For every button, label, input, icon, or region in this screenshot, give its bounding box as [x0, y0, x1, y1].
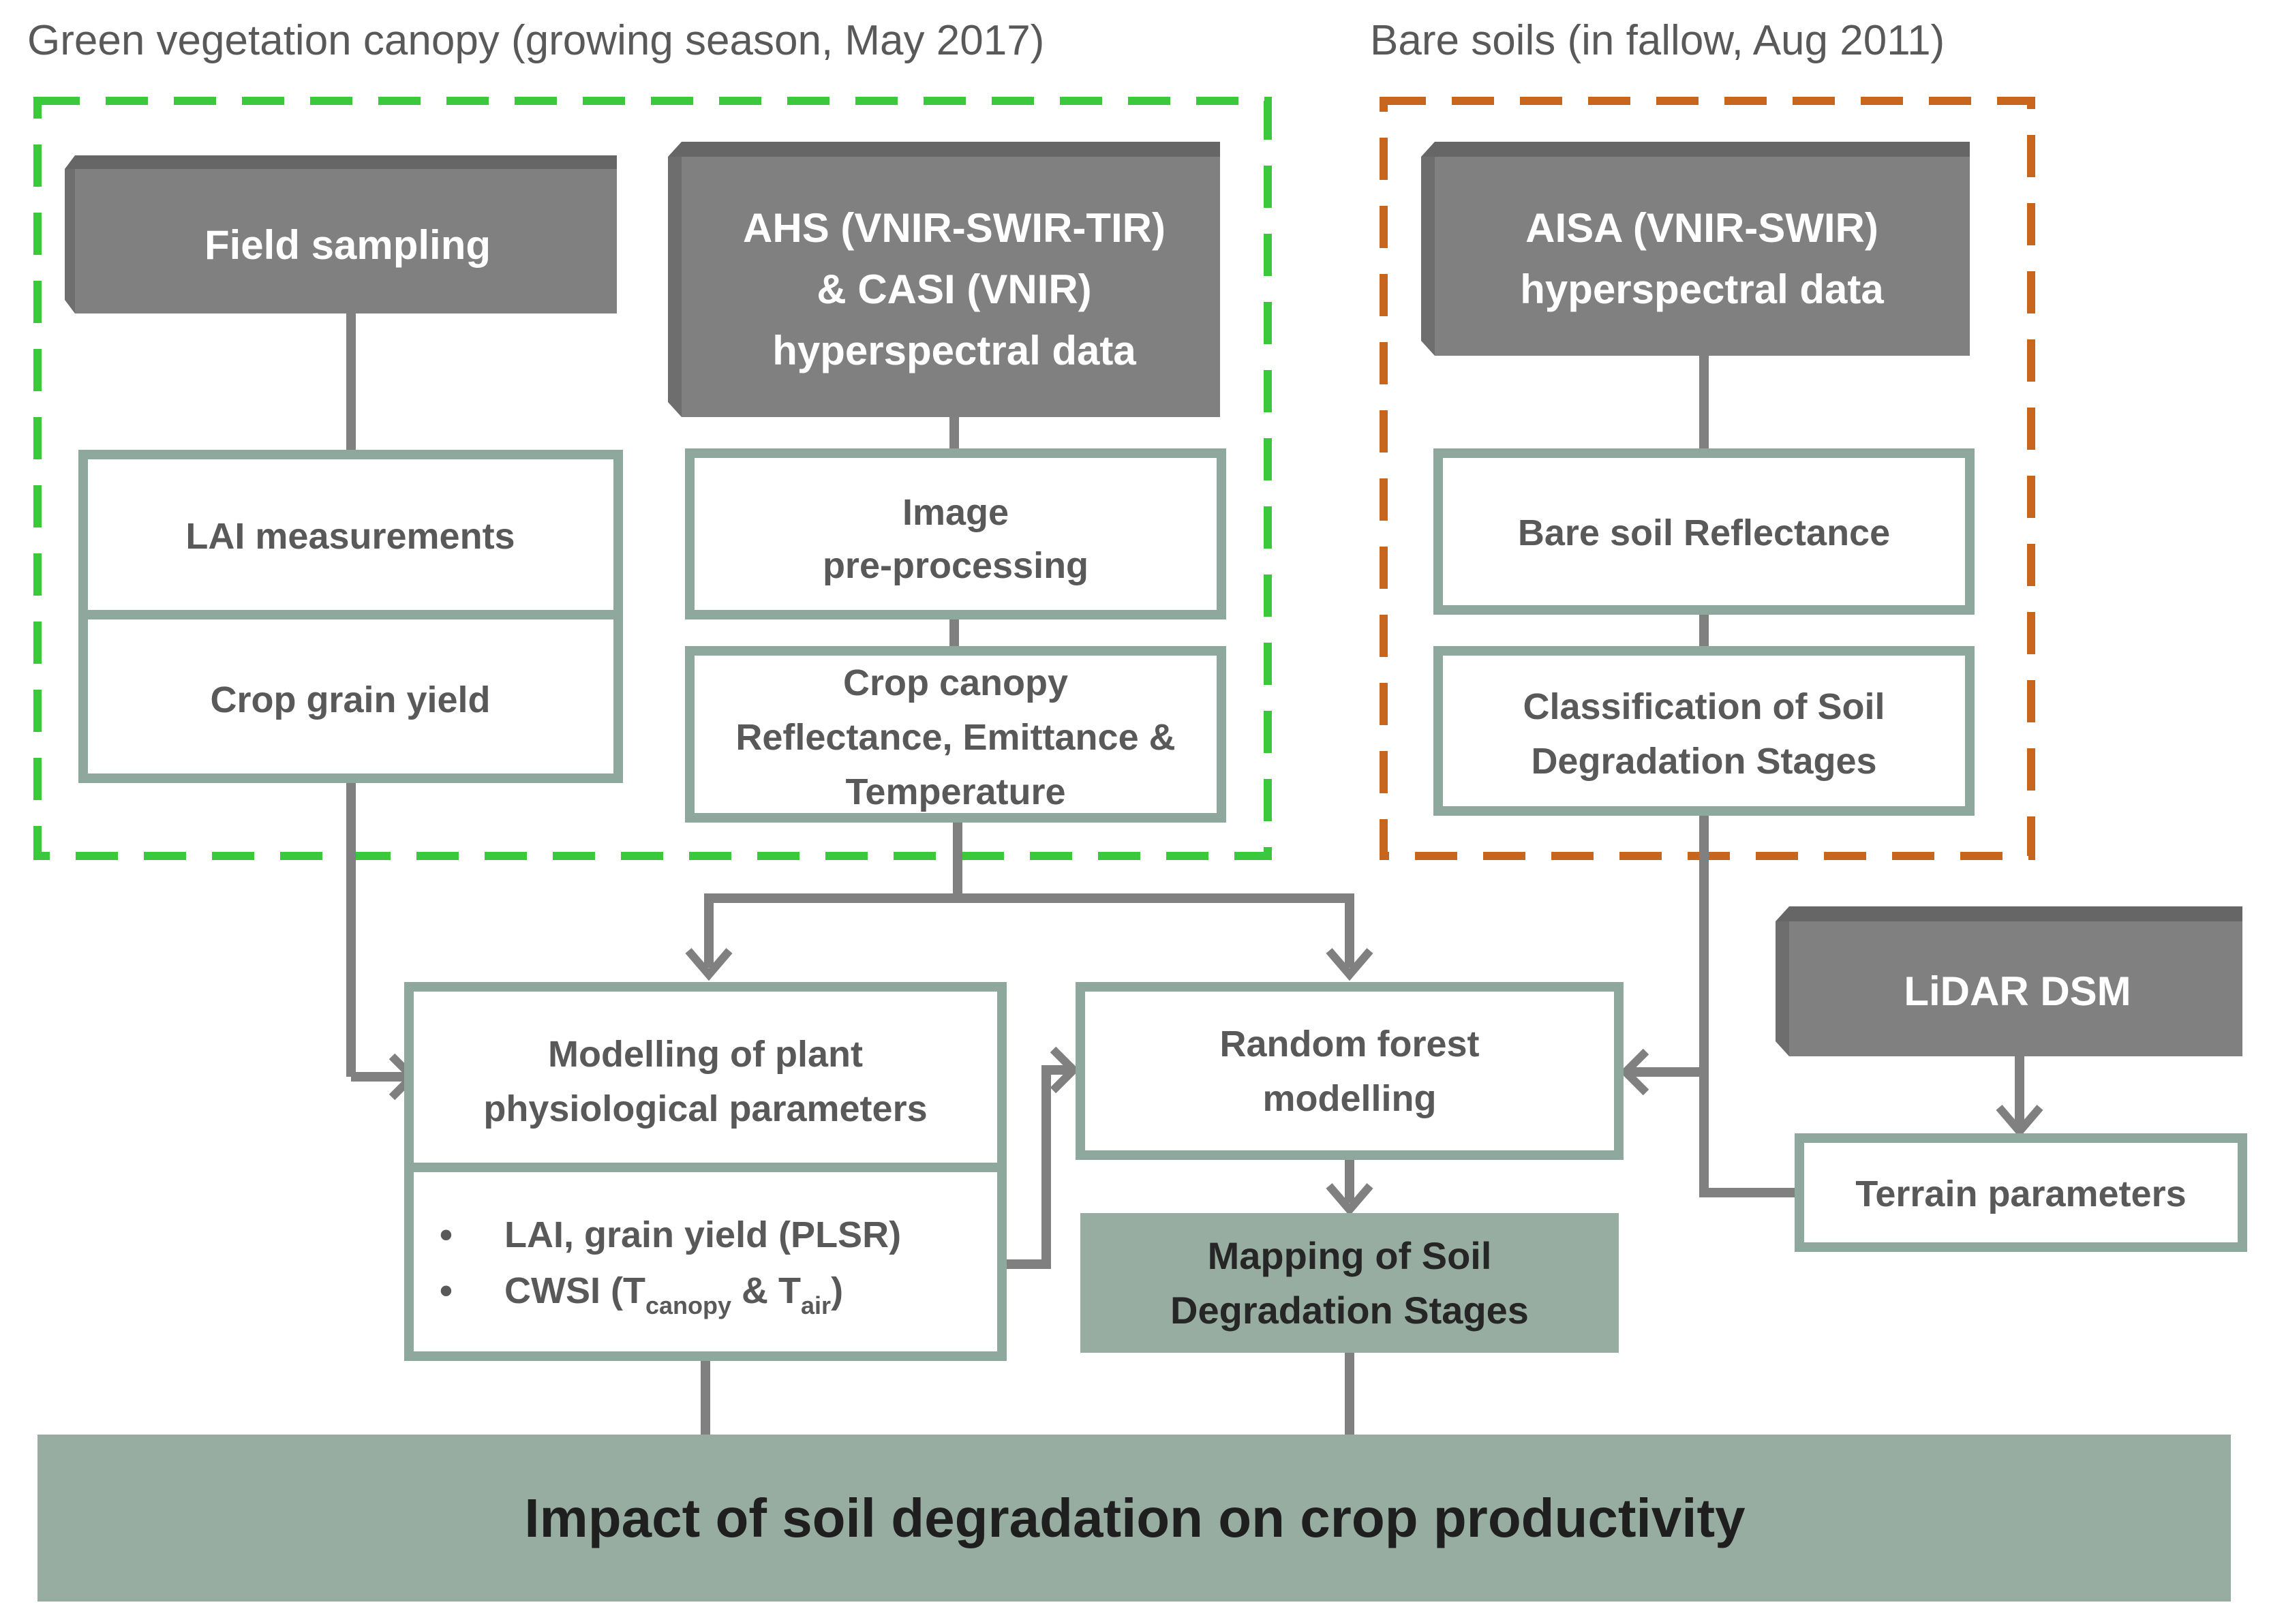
connector-classification-down [1699, 811, 1799, 1197]
classification-label-line1: Classification of Soil [1523, 686, 1885, 727]
modelling-label-line2: physiological parameters [483, 1088, 927, 1129]
crop-canopy-label-line3: Temperature [845, 771, 1065, 812]
arrowhead-mapping [1326, 1183, 1373, 1216]
bullet-2-prefix: CWSI (T [504, 1270, 645, 1311]
classification-label-line2: Degradation Stages [1531, 741, 1876, 782]
bullet-2-sub-canopy: canopy [645, 1291, 731, 1319]
bullets-box [404, 1163, 1007, 1361]
vegetation-section-title: Green vegetation canopy (growing season,… [27, 17, 1044, 64]
arrowhead-random-forest-left [1050, 1046, 1080, 1094]
random-forest-label-line1: Random forest [1219, 1024, 1479, 1064]
impact-label: Impact of soil degradation on crop produ… [524, 1488, 1746, 1548]
impact-box [37, 1435, 2231, 1602]
aisa-label-line1: AISA (VNIR-SWIR) [1525, 205, 1878, 251]
lai-measurements-box [78, 450, 623, 619]
bullet-2-suffix: ) [831, 1270, 843, 1311]
image-preprocessing-label-line2: pre-processing [823, 545, 1088, 586]
field-sampling-box: Field sampling [65, 155, 617, 313]
crop-canopy-label-line2: Reflectance, Emittance & [735, 717, 1175, 758]
random-forest-box [1076, 982, 1624, 1160]
mapping-box [1080, 1213, 1619, 1353]
lidar-label: LiDAR DSM [1904, 968, 2131, 1014]
terrain-parameters-box [1795, 1133, 2247, 1252]
bare-soil-reflectance-label: Bare soil Reflectance [1518, 512, 1890, 553]
crop-canopy-box [685, 646, 1226, 823]
connector-canopy-split [704, 893, 1354, 968]
arrowhead-random-forest-right [1619, 1048, 1649, 1096]
ahs-label-line1: AHS (VNIR-SWIR-TIR) [743, 205, 1166, 251]
mapping-label-line1: Mapping of Soil [1208, 1234, 1492, 1277]
arrowhead-to-modelling [685, 948, 733, 981]
crop-canopy-label-line1: Crop canopy [843, 662, 1068, 703]
modelling-label-line1: Modelling of plant [548, 1034, 863, 1075]
arrowhead-to-random-forest [1326, 948, 1373, 981]
bare-soil-reflectance-box [1433, 448, 1975, 615]
lidar-box: LiDAR DSM [1776, 906, 2242, 1056]
bullet-2-mid: & T [731, 1270, 801, 1311]
aisa-box: AISA (VNIR-SWIR) hyperspectral data [1421, 142, 1970, 356]
bullet-2-sub-air: air [801, 1291, 831, 1319]
random-forest-label-line2: modelling [1263, 1078, 1437, 1119]
bullet-1-marker: • [440, 1214, 453, 1255]
mapping-label-line2: Degradation Stages [1170, 1289, 1529, 1332]
ahs-box: AHS (VNIR-SWIR-TIR) & CASI (VNIR) hypers… [668, 142, 1220, 417]
image-preprocessing-box [685, 448, 1226, 619]
arrowhead-terrain [1996, 1105, 2043, 1138]
ahs-label-line2: & CASI (VNIR) [817, 266, 1091, 312]
terrain-parameters-label: Terrain parameters [1855, 1174, 2186, 1214]
connector-bullets-to-random-forest [1002, 1065, 1073, 1269]
image-preprocessing-label-line1: Image [902, 492, 1009, 533]
bullet-2-marker: • [440, 1270, 453, 1311]
bullet-2-text: CWSI (Tcanopy & Tair) [504, 1270, 843, 1319]
process-boxes [78, 448, 2247, 1361]
field-sampling-label: Field sampling [204, 222, 491, 268]
bullet-1-text: LAI, grain yield (PLSR) [504, 1214, 901, 1255]
ahs-label-line3: hyperspectral data [772, 328, 1136, 373]
vegetation-group-outline [33, 97, 1272, 860]
modelling-box [404, 982, 1007, 1172]
crop-grain-yield-label: Crop grain yield [210, 679, 490, 720]
soils-section-title: Bare soils (in fallow, Aug 2011) [1370, 17, 1945, 64]
classification-box [1433, 646, 1975, 816]
lai-measurements-label: LAI measurements [185, 516, 515, 557]
aisa-label-line2: hyperspectral data [1520, 266, 1884, 312]
crop-grain-yield-box [78, 610, 623, 783]
